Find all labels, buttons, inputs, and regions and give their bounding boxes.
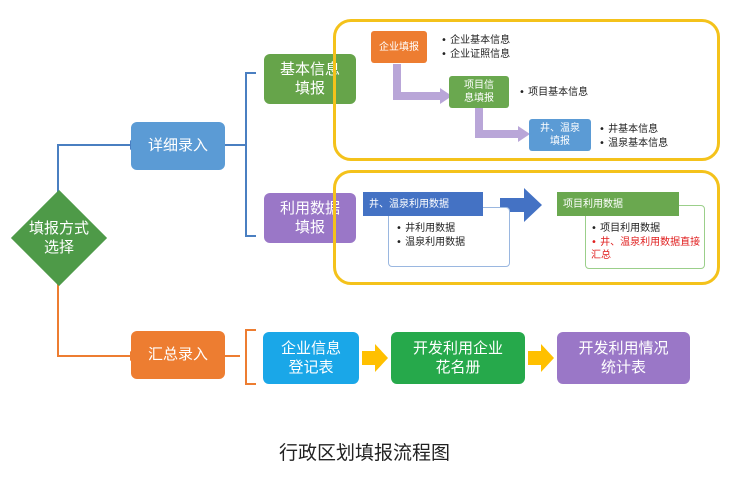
enterprise-fill-node: 企业填报 bbox=[371, 31, 427, 63]
well-usage-item: • 温泉利用数据 bbox=[396, 236, 466, 248]
well-item: • 井基本信息 bbox=[599, 124, 659, 135]
diagram-caption: 行政区划填报流程图 bbox=[278, 442, 450, 464]
usage-data-node: 利用数据 填报 bbox=[264, 193, 356, 243]
enterprise-item: • 企业证照信息 bbox=[441, 48, 511, 60]
well-fill-node: 井、温泉 填报 bbox=[529, 119, 591, 151]
project-usage-header: 项目利用数据 bbox=[557, 192, 679, 216]
basic-info-node: 基本信息 填报 bbox=[264, 54, 356, 104]
enterprise-items: • 企业基本信息 • 企业证照信息 bbox=[441, 34, 510, 61]
detail-entry-node: 详细录入 bbox=[131, 122, 225, 170]
well-usage-items: • 井利用数据 • 温泉利用数据 bbox=[396, 222, 465, 249]
project-fill-node: 项目信 息填报 bbox=[449, 76, 509, 108]
usage-data-frame bbox=[333, 170, 720, 285]
enterprise-item: • 企业基本信息 bbox=[441, 35, 511, 46]
enterprise-roster-node: 开发利用企业 花名册 bbox=[391, 332, 525, 384]
project-usage-note: • 井、温泉利用数据直接汇总 bbox=[591, 236, 701, 262]
basic-info-frame bbox=[333, 19, 720, 161]
project-item: • 项目基本信息 bbox=[519, 87, 589, 98]
decision-node: 填报方式 选择 bbox=[10, 189, 108, 287]
well-items: • 井基本信息 • 温泉基本信息 bbox=[599, 123, 668, 150]
well-item: • 温泉基本信息 bbox=[599, 137, 669, 149]
project-items: • 项目基本信息 bbox=[519, 86, 588, 100]
summary-entry-node: 汇总录入 bbox=[131, 331, 225, 379]
project-usage-items: • 项目利用数据 • 井、温泉利用数据直接汇总 bbox=[591, 222, 703, 263]
well-usage-header: 井、温泉利用数据 bbox=[363, 192, 483, 216]
well-usage-item: • 井利用数据 bbox=[396, 223, 456, 234]
project-usage-item: • 项目利用数据 bbox=[591, 223, 661, 234]
usage-statistics-node: 开发利用情况 统计表 bbox=[557, 332, 690, 384]
enterprise-register-node: 企业信息 登记表 bbox=[263, 332, 359, 384]
well-usage-card bbox=[388, 207, 510, 267]
decision-label: 填报方式 选择 bbox=[28, 218, 89, 257]
